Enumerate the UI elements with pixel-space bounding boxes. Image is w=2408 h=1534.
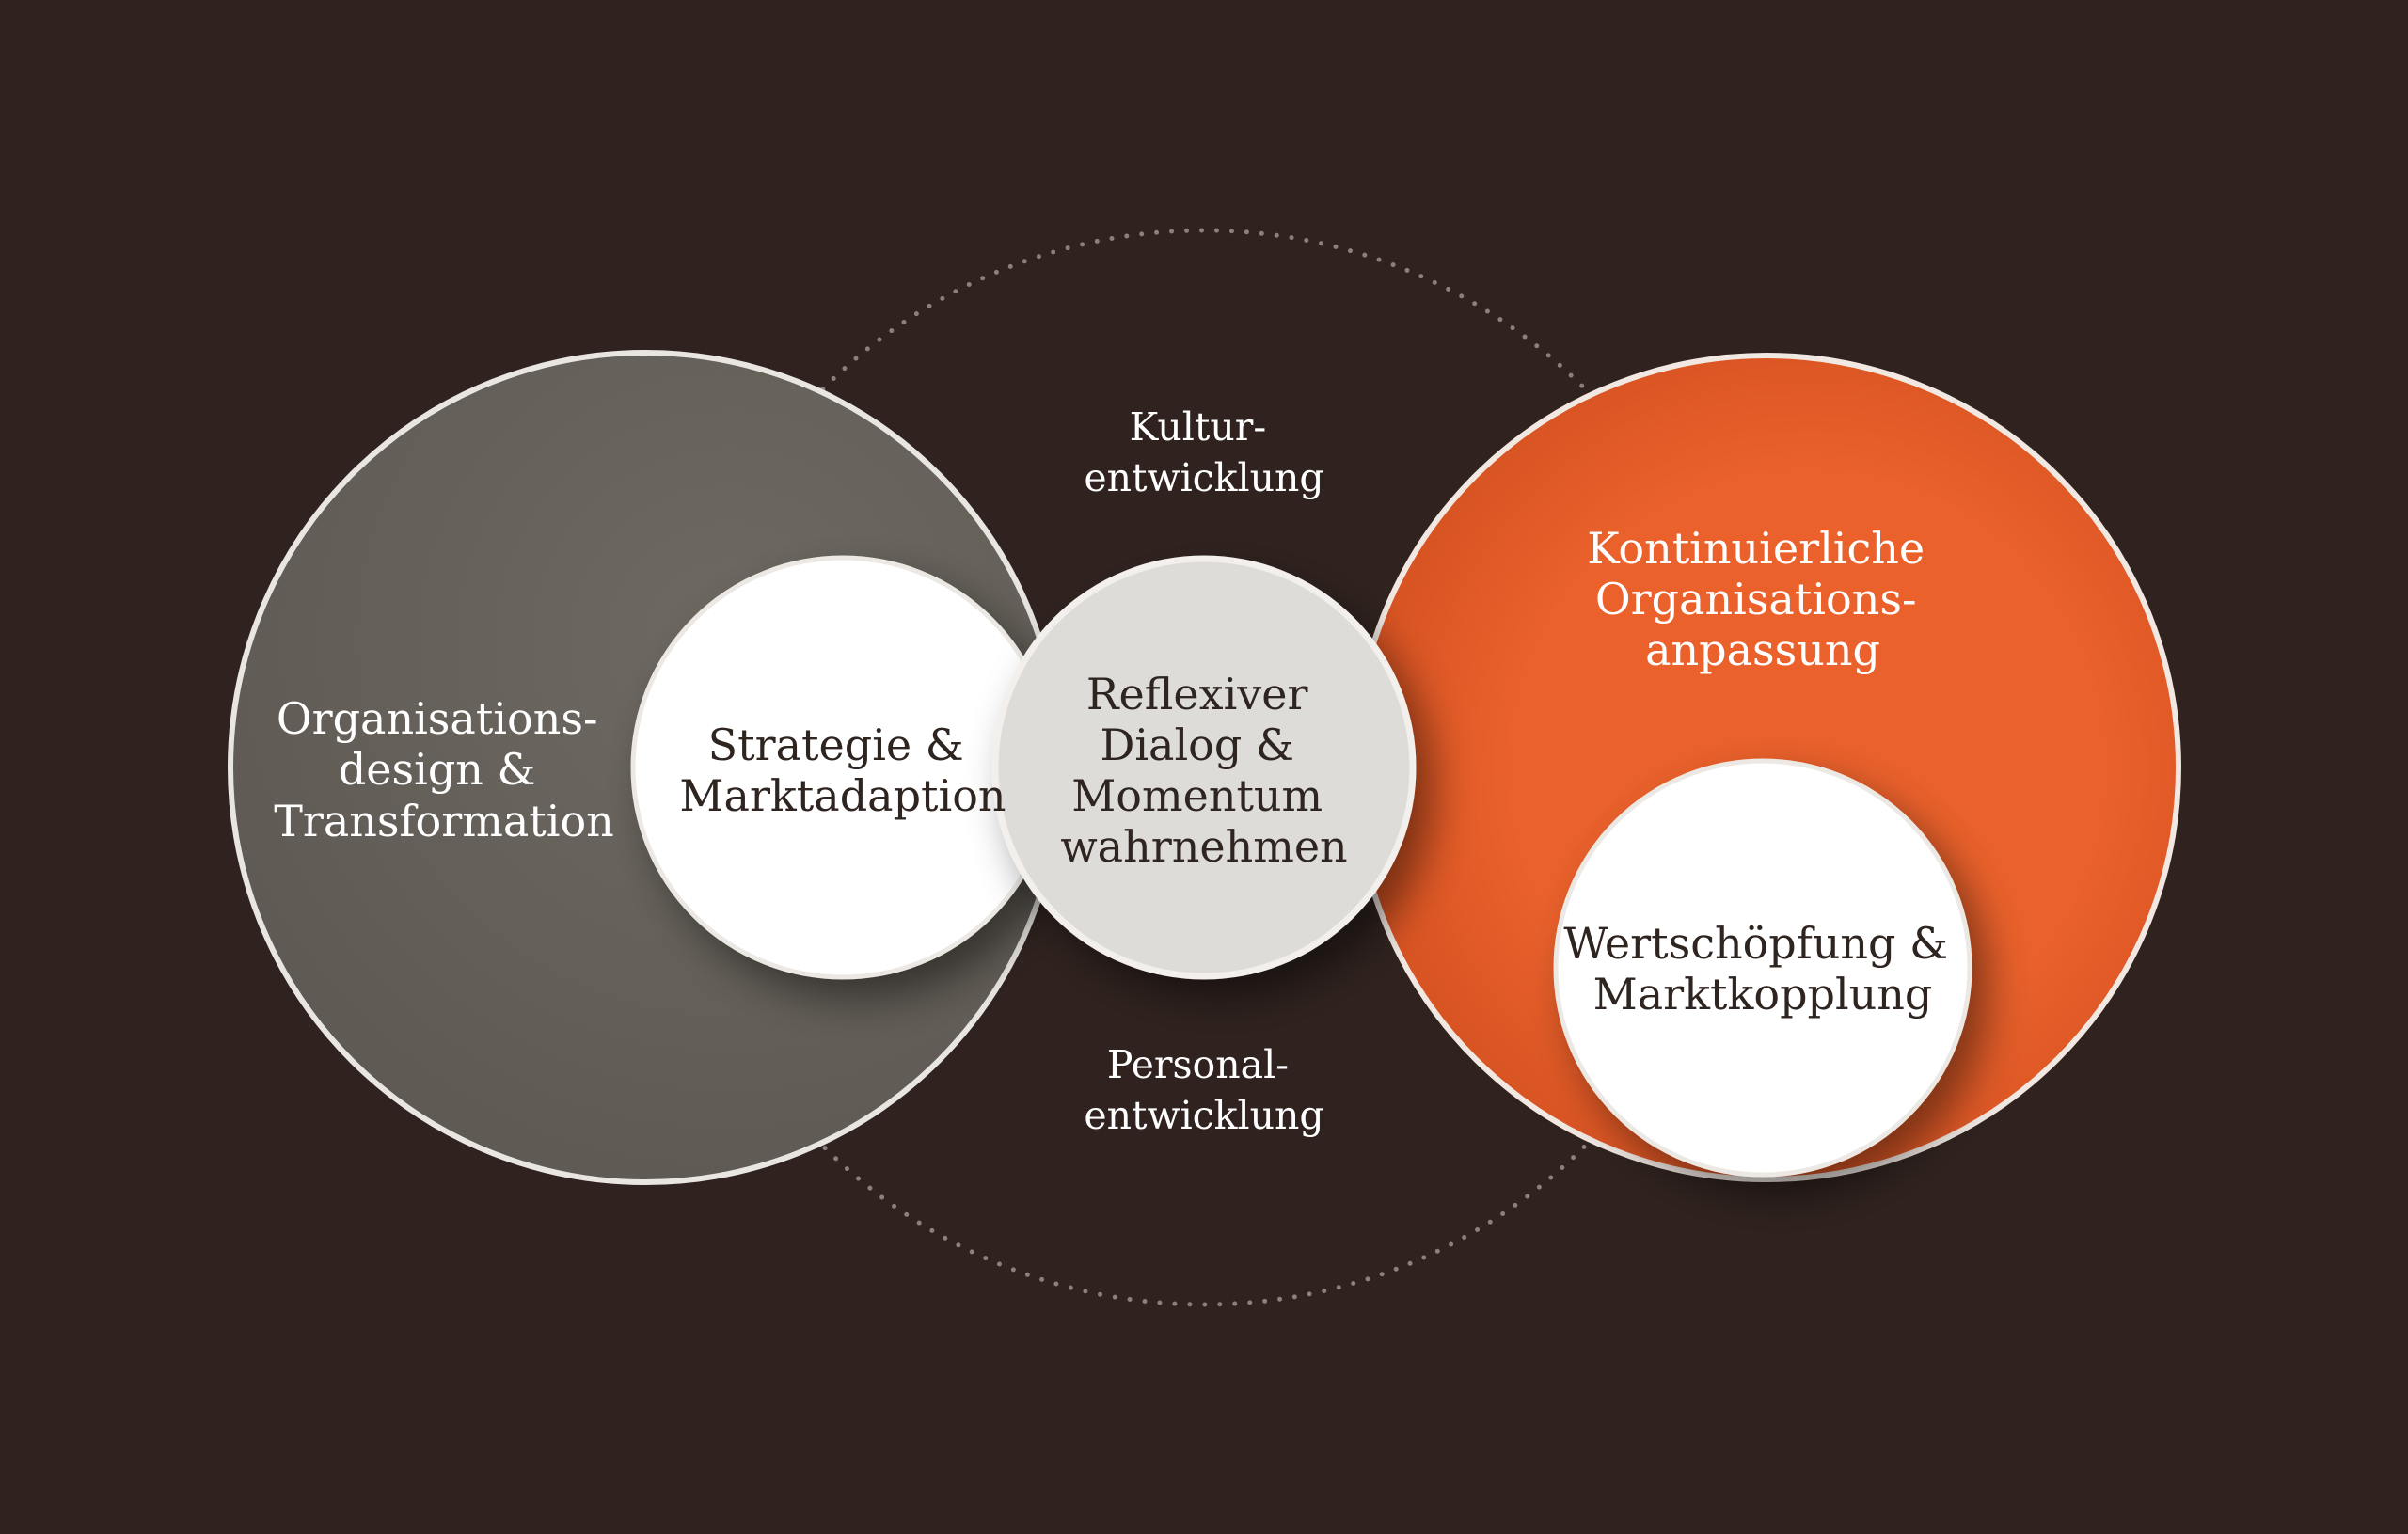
label-line: Transformation — [274, 796, 614, 846]
center-circle — [991, 555, 1417, 980]
label-line: Kontinuierliche — [1587, 523, 1925, 574]
label-line: Kultur- — [1130, 404, 1267, 450]
center-label: Reflexiver Dialog & Momentum wahrnehmen — [1060, 669, 1347, 872]
label-line: anpassung — [1645, 625, 1880, 675]
label-line: wahrnehmen — [1060, 821, 1347, 872]
label-line: Organisations- — [277, 693, 598, 744]
label-line: Dialog & — [1100, 720, 1293, 770]
label-line: Wertschöpfung & — [1563, 918, 1948, 969]
label-line: Personal- — [1107, 1042, 1289, 1087]
right-circle-label: Kontinuierliche Organisations- anpassung — [1587, 523, 1938, 675]
top-label: Kultur- entwicklung — [1084, 404, 1323, 500]
right-inner-label: Wertschöpfung & Marktkopplung — [1563, 918, 1961, 1020]
label-line: Reflexiver — [1086, 669, 1308, 720]
label-line: Strategie & — [708, 720, 964, 770]
label-line: entwicklung — [1084, 1093, 1323, 1138]
label-line: Marktadaption — [679, 770, 1006, 821]
right-inner-circle — [1553, 758, 1972, 1178]
left-inner-label: Strategie & Marktadaption — [679, 720, 1006, 821]
label-line: Momentum — [1071, 770, 1323, 821]
label-line: design & — [339, 744, 536, 795]
left-circle-label: Organisations- design & Transformation — [274, 693, 614, 846]
bottom-label: Personal- entwicklung — [1084, 1042, 1323, 1138]
label-line: entwicklung — [1084, 455, 1323, 500]
label-line: Marktkopplung — [1593, 969, 1933, 1020]
label-line: Organisations- — [1595, 574, 1917, 625]
